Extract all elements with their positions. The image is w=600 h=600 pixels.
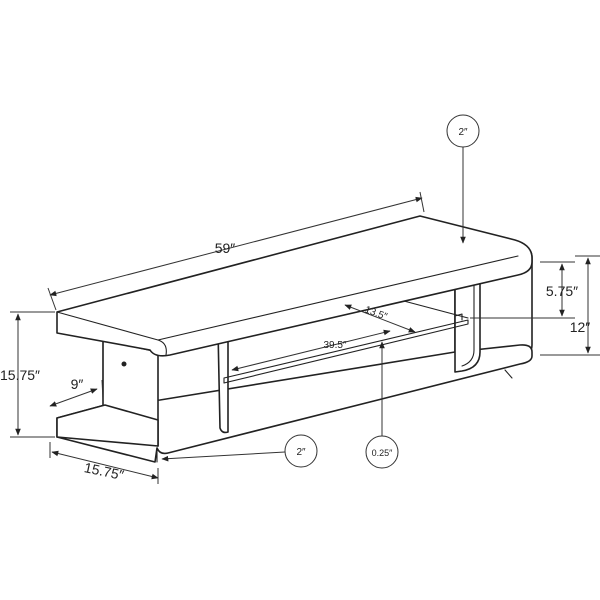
- inner-depth-dimension-line: [49, 388, 98, 407]
- top-slab-right-edge: [157, 255, 519, 341]
- side-height-label: 15.75″: [0, 367, 40, 383]
- width-label: 59″: [215, 240, 236, 256]
- shelf-depth-label: 13.5″: [363, 305, 389, 323]
- cable-hole-icon: [121, 361, 127, 367]
- side-depth-label: 15.75″: [83, 459, 125, 483]
- bottom-base: [56, 344, 533, 463]
- opening-height-label: 5.75″: [546, 283, 578, 299]
- total-height-label: 12″: [570, 319, 591, 335]
- bottom-thickness-label: 2″: [296, 447, 306, 458]
- base-foot: [504, 369, 513, 379]
- glass-thickness-label: 0.25″: [372, 448, 394, 458]
- side-depth-dimension-line: [51, 450, 159, 480]
- shelf-width-dimension-line: [231, 329, 391, 372]
- bottom-thickness-leader: [161, 451, 286, 462]
- width-dimension-line: [49, 196, 423, 297]
- inner-depth-label: 9″: [71, 376, 84, 392]
- top-thickness-label: 2″: [458, 127, 468, 138]
- width-ext-left: [47, 287, 57, 311]
- center-divider: [217, 327, 229, 434]
- width-ext-right: [419, 191, 425, 213]
- left-bottom-shelf: [56, 404, 159, 447]
- shelf-depth-dimension-line: [344, 304, 416, 333]
- bottom-thickness-callout-circle: [284, 434, 318, 468]
- shelf-bracket-2: [454, 313, 463, 321]
- inner-depth-ext: [101, 379, 104, 401]
- shelf-width-label: 39.5″: [323, 340, 346, 351]
